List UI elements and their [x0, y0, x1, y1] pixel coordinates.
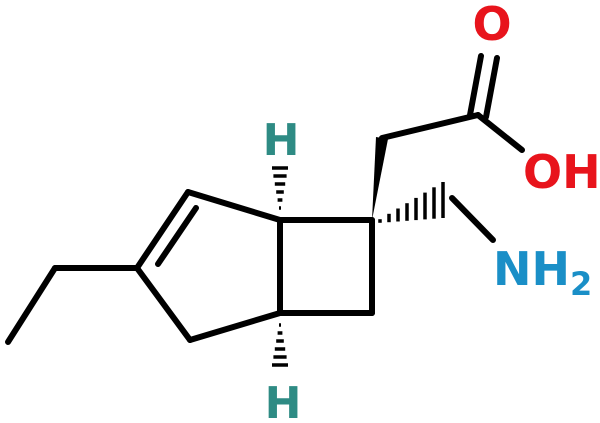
atom-label-hydroxyl: OH [523, 145, 600, 199]
bond-ch2-cooh [379, 112, 481, 141]
bond-c2-c1 [185, 189, 283, 223]
atom-label-carbonyl-oxygen: O [472, 0, 511, 51]
hash-bond-c1-h-top [272, 166, 288, 210]
bond-c4-c5 [187, 310, 283, 343]
bond-ch2-nh2 [449, 195, 496, 243]
bond-ethyl-ch3-ch2 [5, 265, 58, 345]
bond-co-double-right [483, 55, 500, 120]
bond-c3-c4 [134, 265, 193, 343]
atom-label-hydrogen-top: H [263, 115, 300, 166]
atom-label-hydrogen-bottom: H [265, 378, 302, 423]
bond-co-double-left [467, 53, 484, 118]
amine-nh: NH [493, 242, 570, 296]
amine-subscript: 2 [570, 265, 592, 303]
bond-c3-c2-double-outer [134, 189, 191, 271]
wedge-bond-c6-ch2 [372, 137, 388, 220]
bond-c-oh [475, 112, 525, 153]
hash-bond-c5-h-bottom [272, 323, 288, 367]
bond-c3-c2-double-inner [155, 205, 199, 267]
hash-bond-c6-ch2n [378, 182, 445, 223]
atom-label-amine: NH2 [493, 242, 592, 303]
